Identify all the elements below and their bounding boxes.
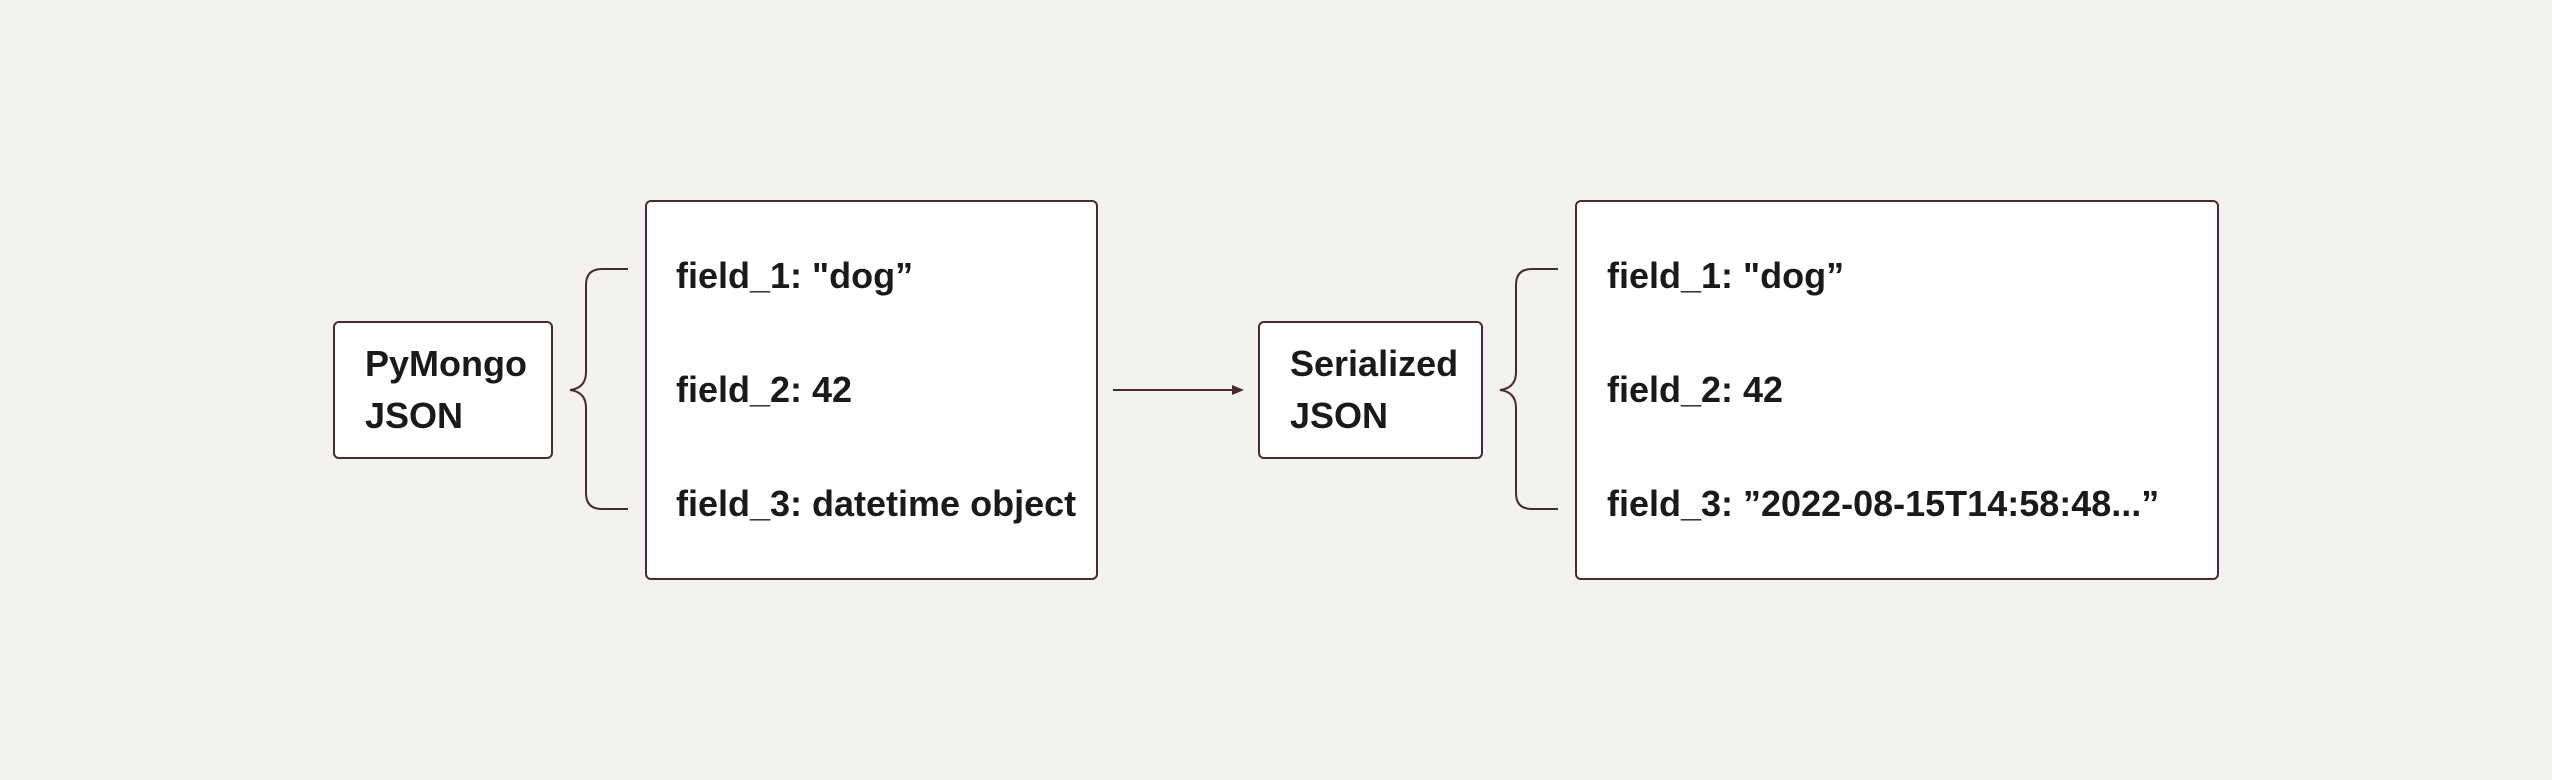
pymongo-json-box [333,321,553,459]
serialized-field-3: field_3: ”2022-08-15T14:58:48...” [1607,483,2160,524]
serialized-json-title-line1: Serialized [1290,343,1459,384]
pymongo-field-2: field_2: 42 [676,369,853,410]
serialized-field-2: field_2: 42 [1607,369,1784,410]
serialized-json-box [1258,321,1483,459]
pymongo-field-3: field_3: datetime object [676,483,1077,524]
serialized-fields-box [1575,200,2219,580]
pymongo-field-1: field_1: "dog” [676,255,914,296]
pymongo-json-title-line2: JSON [365,395,464,436]
left-brace [569,268,628,510]
pymongo-fields-box [645,200,1098,580]
right-brace [1499,268,1558,510]
serialized-field-1: field_1: "dog” [1607,255,1845,296]
serialized-json-title-line2: JSON [1290,395,1389,436]
pymongo-json-title-line1: PyMongo [365,343,527,384]
